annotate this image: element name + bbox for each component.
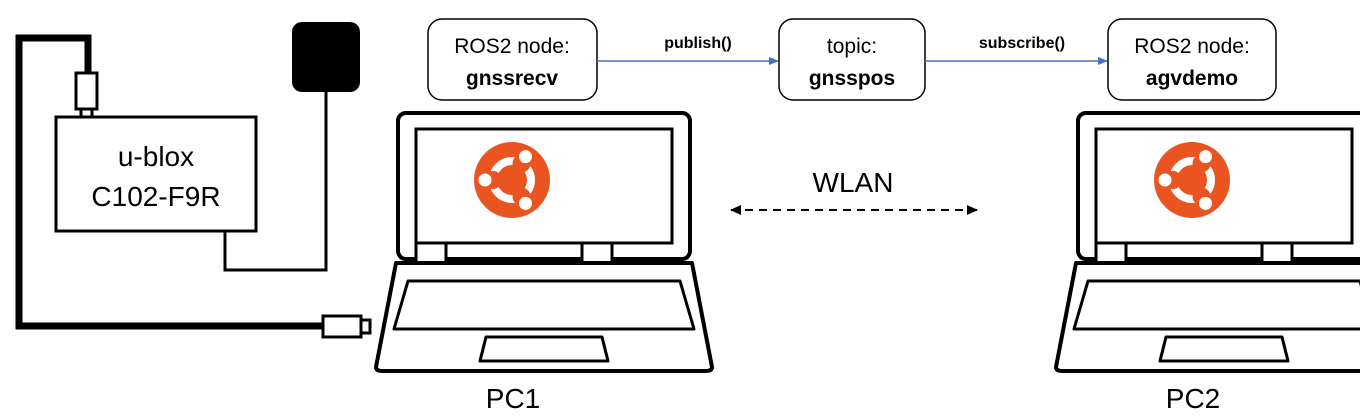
ubuntu-logo-icon [1154,142,1230,218]
node-gnsspos-type: topic: [827,35,877,58]
ubuntu-logo-icon [474,142,550,218]
laptop-pc1 [374,111,714,373]
wlan-label: WLAN [813,167,894,198]
pc2-label: PC2 [1166,383,1220,414]
pc1-label: PC1 [486,383,540,414]
node-agvdemo-name: agvdemo [1146,67,1238,90]
device-name-line2: C102-F9R [91,181,220,212]
node-gnsspos-name: gnsspos [809,67,895,90]
gnss-device-group: u-blox C102-F9R [15,22,372,339]
node-agvdemo: ROS2 node: agvdemo [1107,18,1277,101]
node-gnsspos: topic: gnsspos [778,18,926,101]
publish-label: publish() [664,35,732,52]
node-agvdemo-type: ROS2 node: [1134,35,1250,58]
node-gnssrecv-type: ROS2 node: [454,35,570,58]
node-gnssrecv-name: gnssrecv [466,67,559,90]
gnss-antenna [292,22,360,92]
usb-plug-pc1 [321,314,363,339]
usb-plug-device [74,71,99,111]
device-name-line1: u-blox [118,141,194,172]
antenna-cable [223,92,328,272]
subscribe-label: subscribe() [979,35,1065,52]
usb-cable [15,34,326,330]
ublox-device-box [54,115,258,233]
node-gnssrecv: ROS2 node: gnssrecv [427,18,598,101]
laptop-pc2 [1054,111,1360,373]
